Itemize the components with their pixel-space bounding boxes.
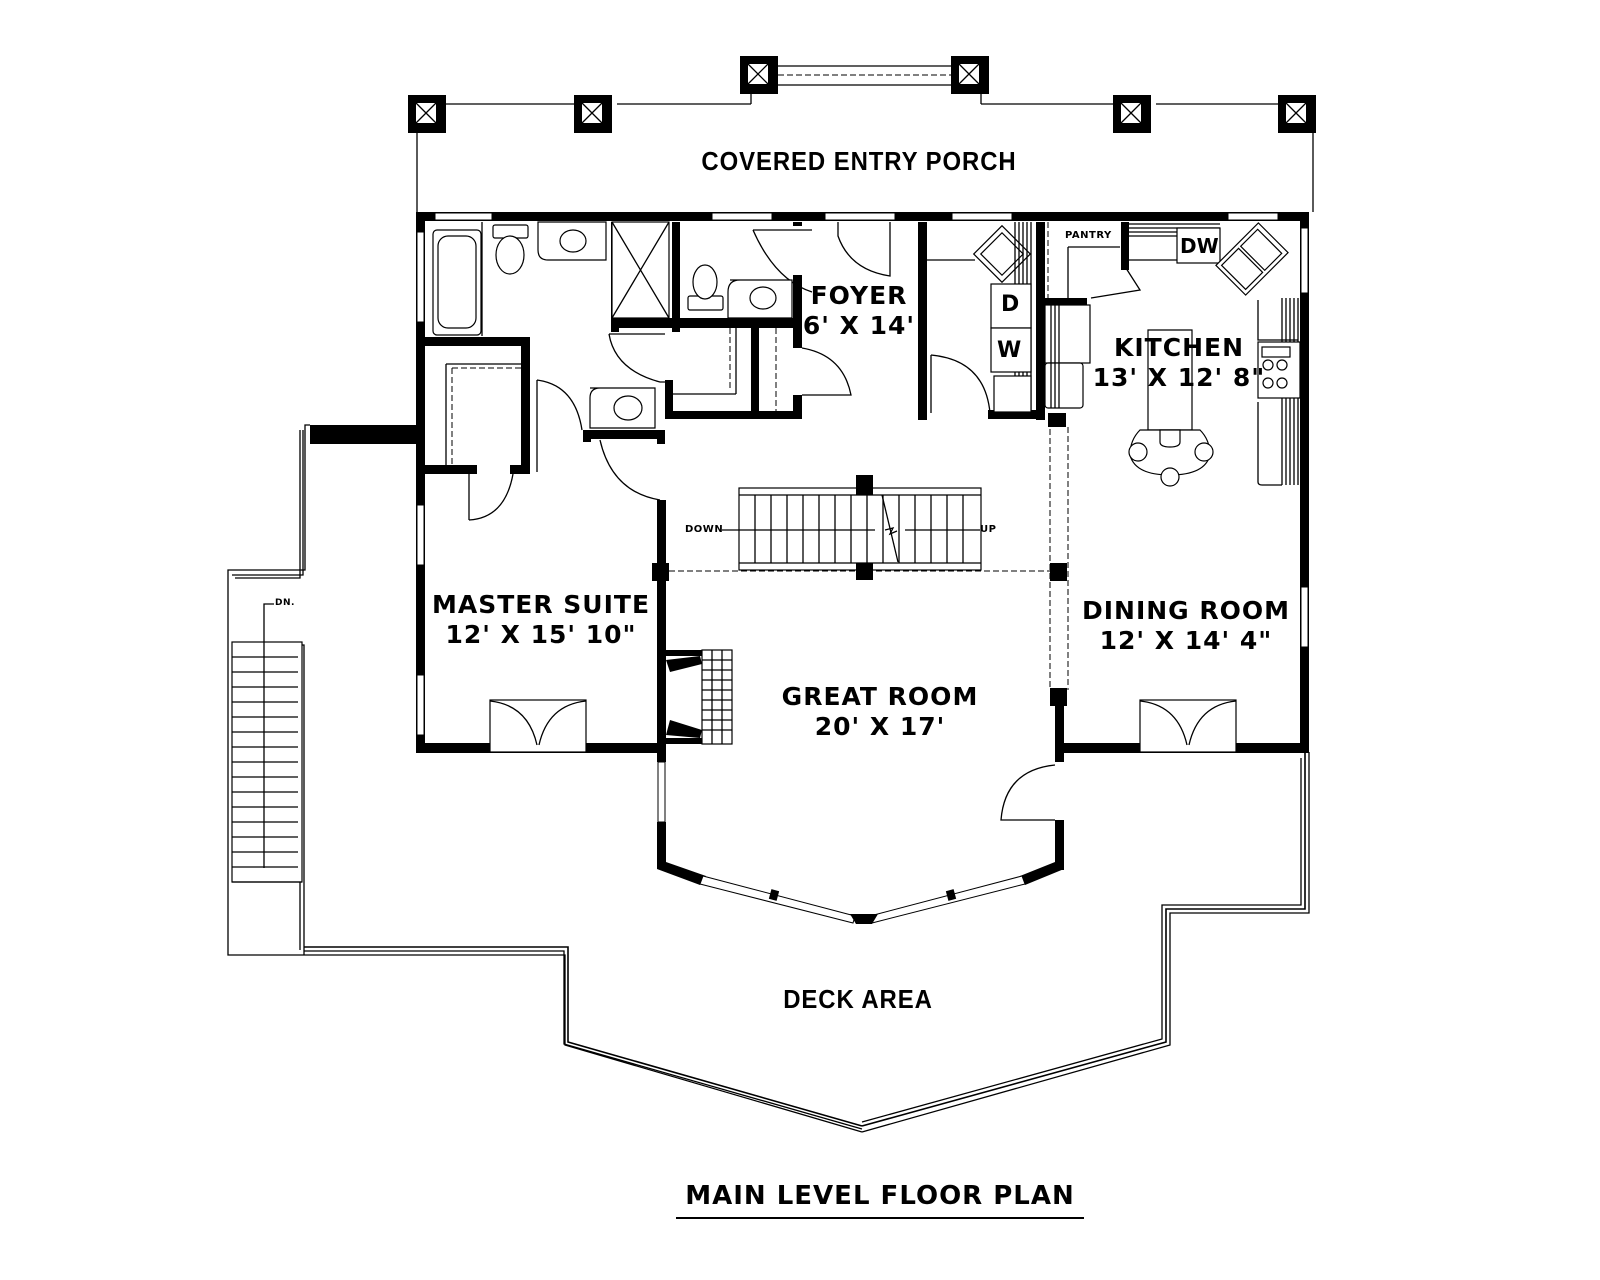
exterior-stair-down-label: DN.: [275, 598, 295, 608]
kitchen-fixtures: [1044, 222, 1301, 487]
porch-label: COVERED ENTRY PORCH: [701, 146, 1017, 176]
dryer-label: D: [1001, 292, 1021, 317]
kitchen-dims: 13' X 12' 8": [1092, 363, 1266, 392]
bath-fixtures: [432, 221, 793, 465]
deck-outline: [227, 424, 1310, 1133]
fireplace: [666, 649, 733, 745]
dining-room-name: DINING ROOM: [1081, 596, 1291, 625]
foyer-name: FOYER: [810, 281, 908, 310]
great-room-dims: 20' X 17': [814, 712, 946, 741]
great-room-name: GREAT ROOM: [781, 682, 979, 711]
foyer-label: FOYER 6' X 14': [800, 281, 918, 341]
dishwasher-label: DW: [1180, 234, 1219, 258]
plan-title: MAIN LEVEL FLOOR PLAN: [676, 1181, 1084, 1219]
pantry-label: PANTRY: [1065, 230, 1112, 241]
master-suite-label: MASTER SUITE 12' X 15' 10": [426, 590, 656, 650]
doors: [468, 222, 1237, 821]
master-suite-dims: 12' X 15' 10": [445, 620, 637, 649]
deck-label: DECK AREA: [783, 984, 933, 1014]
dining-room-dims: 12' X 14' 4": [1099, 626, 1273, 655]
porch-columns: [408, 56, 1316, 212]
laundry-fixtures: [927, 222, 1032, 413]
washer-label: W: [997, 338, 1023, 363]
foyer-dims: 6' X 14': [802, 311, 916, 340]
kitchen-label: KITCHEN 13' X 12' 8": [1090, 333, 1268, 393]
master-suite-name: MASTER SUITE: [431, 590, 651, 619]
dining-room-label: DINING ROOM 12' X 14' 4": [1075, 596, 1297, 656]
stair-down-label: DOWN: [685, 524, 724, 535]
great-room-label: GREAT ROOM 20' X 17': [770, 682, 990, 742]
main-stair: [722, 480, 982, 578]
kitchen-name: KITCHEN: [1114, 333, 1244, 362]
stair-up-label: UP: [980, 524, 997, 535]
